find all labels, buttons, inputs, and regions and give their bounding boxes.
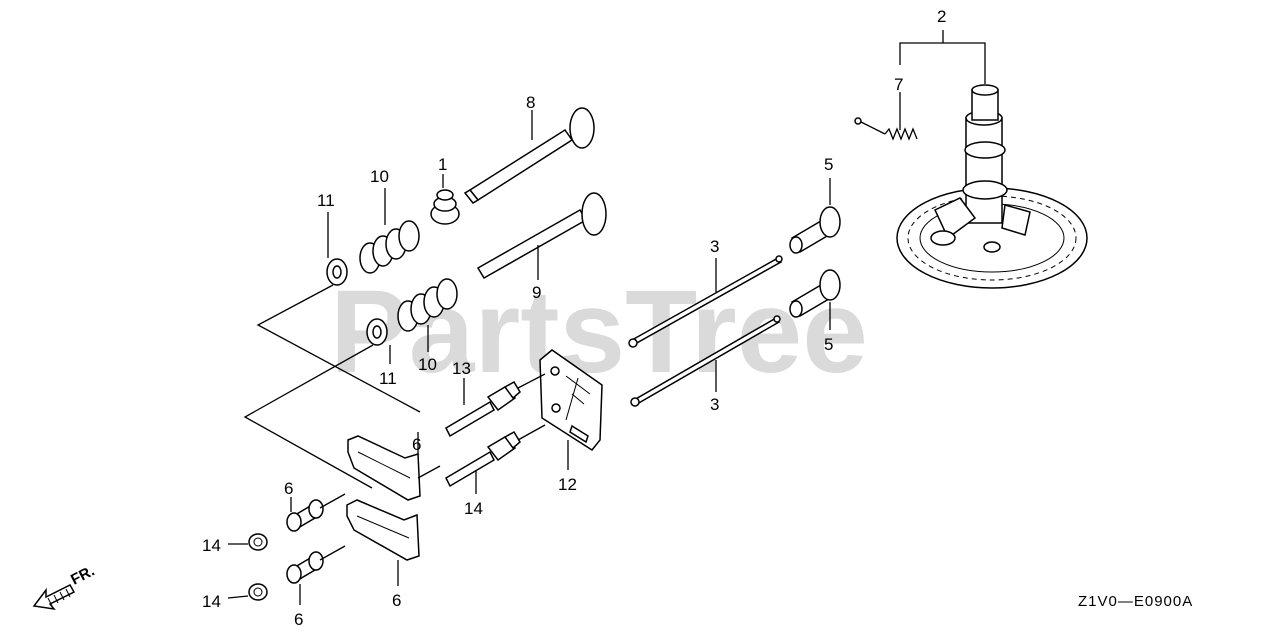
pivot-lower (286, 551, 324, 584)
callout-6-lower: 6 (294, 610, 303, 629)
callout-11-upper: 11 (317, 191, 335, 210)
callout-3-lower: 3 (710, 395, 719, 414)
callout-13-lower: 14 (464, 499, 483, 518)
callout-10-upper: 10 (370, 167, 389, 186)
spring-retainer-lower (366, 318, 388, 346)
callout-13-upper: 13 (452, 359, 471, 378)
push-rod-guide-plate (539, 349, 603, 451)
tappet-upper (789, 206, 841, 254)
governor-spring (854, 92, 918, 141)
watermark: PartsTree (330, 266, 868, 398)
callout-12: 12 (558, 475, 577, 494)
valve-upper (463, 107, 595, 204)
callout-1: 1 (438, 155, 447, 174)
diagram-code: Z1V0—E0900A (1078, 593, 1193, 610)
callout-14-upper: 14 (202, 536, 221, 555)
pivot-upper (286, 499, 324, 532)
pivot-bolt-lower (445, 430, 521, 488)
callout-4-lower: 6 (392, 591, 401, 610)
callout-6-upper: 6 (284, 479, 293, 498)
callout-5-upper: 5 (824, 155, 833, 174)
push-rod-lower (630, 315, 781, 407)
nut-lower (248, 583, 268, 601)
front-label: FR. (68, 562, 97, 588)
callout-9: 9 (532, 283, 541, 302)
callout-7: 7 (894, 75, 903, 94)
valve-cotter (430, 189, 460, 225)
callout-14-lower: 14 (202, 592, 221, 611)
callout-10-lower: 10 (418, 355, 437, 374)
spring-retainer-upper (326, 258, 348, 286)
valve-lower (476, 192, 607, 280)
rocker-arm-upper (347, 435, 421, 501)
pivot-bolt-upper (445, 380, 521, 438)
callout-4-upper: 6 (412, 435, 421, 454)
callout-2: 2 (937, 7, 946, 26)
valve-spring-upper (359, 220, 420, 274)
push-rod-upper (628, 255, 783, 348)
nut-upper (248, 533, 268, 551)
tappet-lower (789, 269, 841, 318)
valve-spring-lower (397, 278, 458, 332)
rocker-arm-lower (346, 499, 420, 561)
front-direction-arrow-icon (32, 584, 76, 611)
callout-11-lower: 11 (379, 369, 397, 388)
callout-8: 8 (526, 93, 535, 112)
callout-5-lower: 5 (824, 335, 833, 354)
camshaft-assembly (896, 84, 1088, 289)
callout-3-upper: 3 (710, 237, 719, 256)
